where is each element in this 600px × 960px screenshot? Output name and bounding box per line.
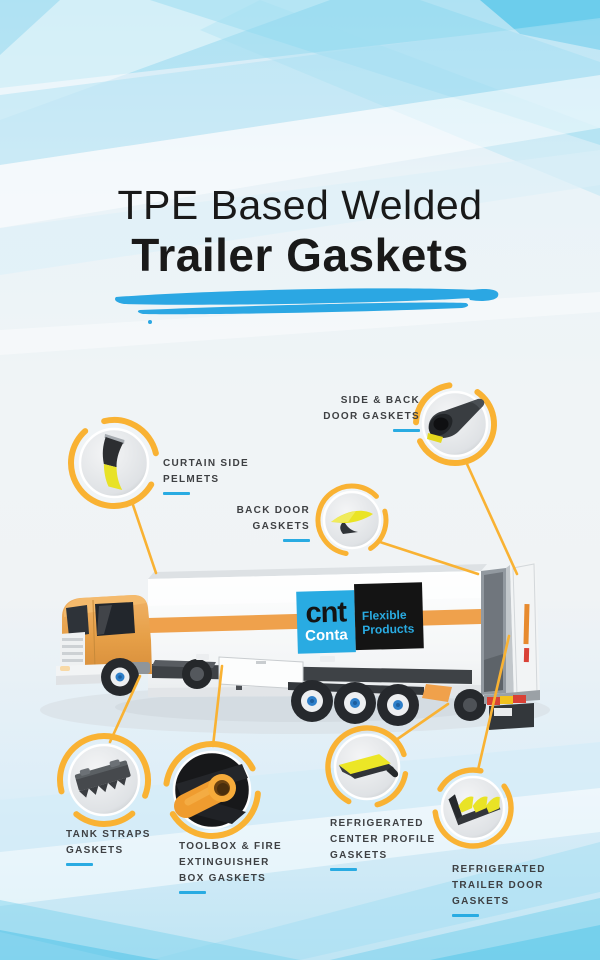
label-line: SIDE & BACK: [340, 395, 420, 406]
label-line: TANK STRAPS: [66, 829, 151, 840]
truck-cab: [56, 595, 152, 685]
label-line: CURTAIN SIDE: [163, 458, 249, 469]
trailer-wheels: [291, 680, 486, 726]
label-underline: [163, 492, 190, 495]
title-brush-stroke: [114, 288, 499, 324]
logo-black-panel: Flexible Products: [353, 582, 424, 651]
callout-circle-curtain-side-pelmets: [67, 416, 161, 510]
connector-refrigerated-center: [394, 702, 450, 742]
callout-arc: [315, 483, 389, 557]
truck-illustration: [40, 561, 550, 734]
callout-label-refrigerated-trailer-door-gaskets: REFRIGERATED TRAILER DOOR GASKETS: [452, 862, 546, 917]
label-line: REFRIGERATED: [452, 864, 546, 875]
label-underline: [283, 539, 310, 542]
label-line: REFRIGERATED: [330, 818, 424, 829]
rear-mudguard: [422, 684, 452, 702]
callout-label-tank-straps-gaskets: TANK STRAPS GASKETS: [66, 827, 151, 866]
label-line: DOOR GASKETS: [323, 411, 420, 422]
label-underline: [179, 891, 206, 894]
label-line: BOX GASKETS: [179, 873, 267, 884]
label-line: GASKETS: [330, 850, 388, 861]
callout-circle-tank-straps-gaskets: [56, 732, 152, 828]
callout-label-curtain-side-pelmets: CURTAIN SIDE PELMETS: [163, 456, 249, 495]
label-underline: [330, 868, 357, 871]
label-line: TOOLBOX & FIRE: [179, 841, 283, 852]
callout-circle-back-door-gaskets: [314, 482, 390, 558]
callout-arc: [413, 382, 497, 466]
flap-gasket-icon: [331, 510, 373, 534]
callout-circle-side-back-door-gaskets: [412, 381, 498, 467]
label-line: GASKETS: [452, 896, 510, 907]
connector-curtain-side: [130, 500, 158, 575]
label-line: GASKETS: [66, 845, 124, 856]
ribbed-strap-gasket-icon: [74, 759, 131, 798]
logo-brand-short: cnt: [305, 596, 347, 630]
callout-label-back-door-gaskets: BACK DOOR GASKETS: [190, 503, 310, 542]
truck-front-wheel: [101, 658, 139, 696]
label-line: GASKETS: [252, 521, 310, 532]
label-line: EXTINGUISHER: [179, 857, 270, 868]
tube-profile-gasket-icon: [174, 764, 248, 824]
connector-side-back-door: [465, 462, 519, 576]
label-line: TRAILER DOOR: [452, 880, 544, 891]
callout-circle-refrigerated-trailer-door-gaskets: [431, 766, 515, 850]
label-line: CENTER PROFILE: [330, 834, 436, 845]
logo-tagline-line-2: Products: [362, 621, 415, 637]
callout-arc: [57, 733, 151, 827]
windshield: [66, 605, 89, 637]
page-title: TPE Based Welded Trailer Gaskets: [0, 182, 600, 280]
headlight: [60, 666, 70, 671]
callout-label-toolbox-fire-extinguisher-gaskets: TOOLBOX & FIRE EXTINGUISHER BOX GASKETS: [179, 839, 282, 894]
label-line: BACK DOOR: [236, 505, 310, 516]
logo-blue-panel: cnt Conta: [296, 590, 356, 654]
connector-refrigerated-door: [476, 634, 511, 772]
label-underline: [452, 914, 479, 917]
center-profile-gasket-icon: [338, 754, 399, 779]
connector-tank-straps: [108, 674, 142, 744]
trailer-logo: cnt Conta Flexible Products: [296, 582, 426, 658]
callout-circle-toolbox-fire-extinguisher-gaskets: [162, 740, 262, 840]
logo-brand-name: Conta: [304, 626, 348, 645]
callout-arc: [68, 417, 160, 509]
connector-toolbox: [211, 664, 224, 748]
door-tube-gasket-icon: [427, 398, 485, 443]
callout-arc: [325, 725, 409, 809]
title-line-1: TPE Based Welded: [117, 182, 483, 228]
trailer-rear-door-open: [481, 561, 540, 700]
callout-arc: [432, 767, 514, 849]
label-line: PELMETS: [163, 474, 220, 485]
finned-door-gasket-icon: [448, 794, 501, 826]
callout-connector-lines: [108, 462, 519, 772]
connector-back-door: [378, 540, 480, 576]
door-window: [95, 602, 135, 636]
curtain-pelmet-gasket-icon: [102, 433, 125, 491]
title-line-2: Trailer Gaskets: [131, 229, 469, 281]
callout-label-side-back-door-gaskets: SIDE & BACK DOOR GASKETS: [290, 393, 420, 432]
callout-arc: [163, 741, 261, 839]
label-underline: [66, 863, 93, 866]
callout-label-refrigerated-center-profile-gaskets: REFRIGERATED CENTER PROFILE GASKETS: [330, 816, 435, 871]
callout-circle-refrigerated-center-profile-gaskets: [324, 724, 410, 810]
label-underline: [393, 429, 420, 432]
